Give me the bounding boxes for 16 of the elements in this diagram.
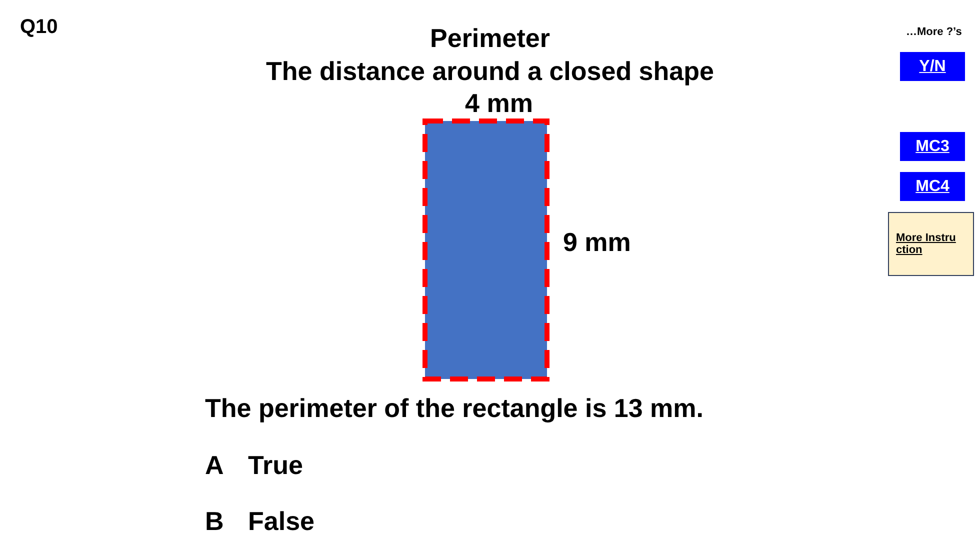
option-letter: A: [205, 451, 224, 480]
question-text: The perimeter of the rectangle is 13 mm.: [205, 394, 704, 423]
nav-button: MC4: [900, 172, 965, 201]
link-card: More Instruction: [888, 212, 974, 276]
option-text: True: [248, 451, 303, 480]
option-letter: B: [205, 507, 224, 536]
question-number: Q10: [20, 16, 58, 38]
dimension-label: 9 mm: [563, 228, 631, 257]
subtitle: The distance around a closed shape: [266, 57, 714, 86]
option-text: False: [248, 507, 314, 536]
nav-button: MC3: [900, 132, 965, 161]
dimension-label: 4 mm: [465, 89, 533, 118]
title: Perimeter: [430, 24, 550, 53]
nav-button: Y/N: [900, 52, 965, 81]
heading-text: …More ?’s: [906, 26, 962, 38]
rectangle-shape: [422, 118, 550, 382]
